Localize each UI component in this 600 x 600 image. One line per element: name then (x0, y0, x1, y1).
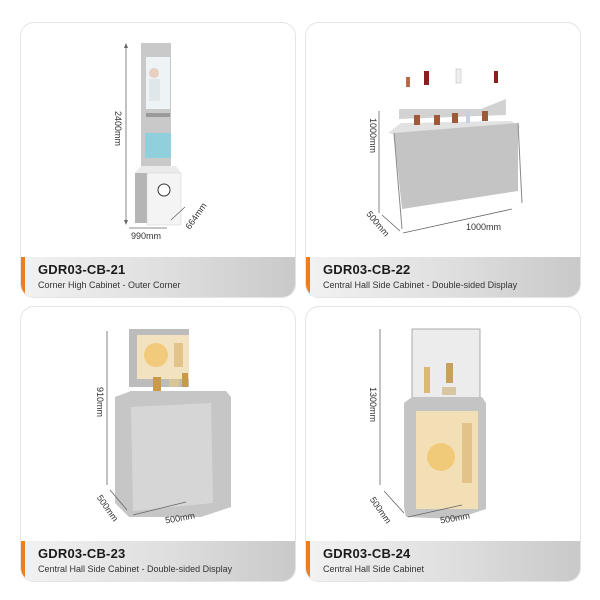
dimension-height: 1000mm (368, 118, 378, 154)
cabinet-illustration-icon (378, 68, 523, 234)
dimension-width: 1000mm (466, 222, 502, 232)
product-card-gdr03-cb-21[interactable]: 2400mm 990mm 664mm GDR03-CB-21 Corner Hi… (20, 22, 296, 298)
cabinet-illustration-icon (124, 43, 186, 229)
accent-bar (306, 257, 310, 297)
product-caption: GDR03-CB-23 Central Hall Side Cabinet - … (21, 541, 295, 581)
product-render-side-cabinet-glass: 1300mm 500mm 500mm (306, 307, 580, 541)
product-description: Central Hall Side Cabinet (323, 564, 425, 574)
product-card-gdr03-cb-23[interactable]: 910mm 500mm 500mm GDR03-CB-23 Central Ha… (20, 306, 296, 582)
accent-bar (306, 541, 310, 581)
product-card-gdr03-cb-24[interactable]: 1300mm 500mm 500mm GDR03-CB-24 Central H… (305, 306, 581, 582)
product-description: Central Hall Side Cabinet - Double-sided… (38, 564, 233, 574)
product-caption: GDR03-CB-22 Central Hall Side Cabinet - … (306, 257, 580, 297)
cabinet-illustration-icon (379, 328, 486, 519)
product-code: GDR03-CB-23 (38, 546, 126, 561)
dimension-height: 1300mm (368, 387, 378, 423)
product-caption: GDR03-CB-21 Corner High Cabinet - Outer … (21, 257, 295, 297)
product-code: GDR03-CB-24 (323, 546, 411, 561)
product-render-corner-high-cabinet: 2400mm 990mm 664mm (21, 23, 295, 257)
product-description: Central Hall Side Cabinet - Double-sided… (323, 280, 518, 290)
dimension-height: 2400mm (113, 111, 123, 147)
cabinet-illustration-icon (106, 329, 231, 517)
product-code: GDR03-CB-21 (38, 262, 126, 277)
dimension-width: 990mm (131, 231, 162, 241)
dimension-height: 910mm (95, 387, 105, 418)
product-description: Corner High Cabinet - Outer Corner (38, 280, 181, 290)
product-code: GDR03-CB-22 (323, 262, 411, 277)
accent-bar (21, 541, 25, 581)
product-card-gdr03-cb-22[interactable]: 1000mm 1000mm 500mm GDR03-CB-22 Central … (305, 22, 581, 298)
product-render-side-cabinet-shelf: 1000mm 1000mm 500mm (306, 23, 580, 257)
product-render-side-cabinet-screen: 910mm 500mm 500mm (21, 307, 295, 541)
product-caption: GDR03-CB-24 Central Hall Side Cabinet (306, 541, 580, 581)
accent-bar (21, 257, 25, 297)
